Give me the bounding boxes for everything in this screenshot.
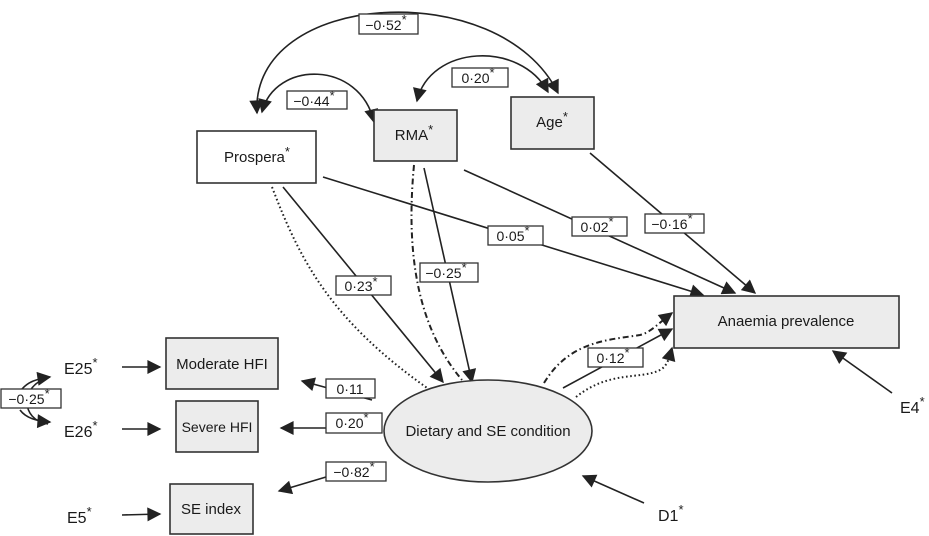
node-severe-hfi: Severe HFI xyxy=(175,400,259,453)
node-moderate-hfi: Moderate HFI xyxy=(165,337,279,390)
coef-rma-dietary: −0·25* xyxy=(419,260,479,283)
edge-e5-se-index xyxy=(121,507,162,522)
error-e25: E25* xyxy=(64,355,98,378)
svg-text:−0·25*: −0·25* xyxy=(8,386,49,407)
node-age-label: Age xyxy=(536,114,563,131)
coef-e25-e26: −0·25* xyxy=(0,386,62,409)
node-anaemia-prevalence: Anaemia prevalence xyxy=(673,295,900,349)
coef-dietary-se-index: −0·82* xyxy=(325,459,387,482)
svg-text:0·23*: 0·23* xyxy=(344,274,377,294)
svg-text:Anaemia prevalence: Anaemia prevalence xyxy=(718,313,855,330)
node-dietary-se-condition: Dietary and SE condition xyxy=(383,379,593,483)
svg-text:Severe HFI: Severe HFI xyxy=(182,419,253,435)
coef-dietary-severe-hfi: 0·20* xyxy=(325,410,383,434)
edge-prospera-dietary-indirect xyxy=(271,186,431,391)
svg-text:0·02*: 0·02* xyxy=(580,214,613,235)
coef-prospera-dietary: 0·23* xyxy=(335,274,392,296)
svg-text:0·20*: 0·20* xyxy=(335,410,368,431)
edge-dietary-anaemia-indirect-prospera xyxy=(575,346,676,398)
coef-rma-age: 0·20* xyxy=(451,65,509,88)
node-age: Age* xyxy=(510,96,595,150)
coef-prospera-rma: −0·44* xyxy=(286,88,348,110)
edge-d1-dietary xyxy=(581,474,645,504)
node-prospera: Prospera* xyxy=(196,130,317,184)
error-e4: E4* xyxy=(900,394,925,417)
svg-text:RMA*: RMA* xyxy=(395,122,433,144)
node-prospera-label: Prospera xyxy=(224,149,286,166)
svg-text:Prospera*: Prospera* xyxy=(224,144,290,166)
coef-dietary-anaemia: 0·12* xyxy=(587,345,644,368)
svg-text:−0·44*: −0·44* xyxy=(293,88,334,109)
svg-text:0·20*: 0·20* xyxy=(461,65,494,86)
svg-text:0·12*: 0·12* xyxy=(596,345,629,366)
node-se-index: SE index xyxy=(169,483,254,535)
node-rma-label: RMA xyxy=(395,127,428,144)
svg-text:Moderate HFI: Moderate HFI xyxy=(176,356,268,373)
svg-text:SE index: SE index xyxy=(181,501,242,518)
edge-prospera-age-covariance xyxy=(249,11,559,115)
svg-text:−0·52*: −0·52* xyxy=(365,12,406,33)
edge-rma-age-covariance xyxy=(413,55,549,103)
svg-text:0·05*: 0·05* xyxy=(496,223,529,244)
error-e26: E26* xyxy=(64,418,98,441)
svg-text:−0·82*: −0·82* xyxy=(333,459,374,480)
node-rma: RMA* xyxy=(373,109,458,162)
svg-text:−0·25*: −0·25* xyxy=(425,260,466,281)
coef-dietary-moderate-hfi: 0·11 xyxy=(325,378,376,399)
svg-text:−0·16*: −0·16* xyxy=(651,211,692,232)
edge-e25-covariance-arrow xyxy=(21,371,52,390)
error-d1: D1* xyxy=(658,502,684,525)
edge-dietary-se-index xyxy=(277,476,327,495)
coef-age-anaemia: −0·16* xyxy=(644,211,705,234)
edge-e26-covariance-arrow xyxy=(19,409,52,429)
edge-prospera-rma-covariance xyxy=(258,73,379,124)
error-e5: E5* xyxy=(67,504,92,527)
coef-prospera-anaemia: 0·05* xyxy=(487,223,544,246)
edge-e4-anaemia xyxy=(831,350,893,394)
coef-prospera-age: −0·52* xyxy=(358,12,419,35)
svg-text:0·11: 0·11 xyxy=(337,381,364,397)
edge-rma-dietary-indirect xyxy=(410,164,463,381)
coef-rma-anaemia: 0·02* xyxy=(571,214,628,237)
svg-text:Age*: Age* xyxy=(536,109,568,131)
edge-dietary-anaemia-indirect-rma xyxy=(543,312,674,384)
svg-text:Dietary and SE condition: Dietary and SE condition xyxy=(405,423,570,440)
